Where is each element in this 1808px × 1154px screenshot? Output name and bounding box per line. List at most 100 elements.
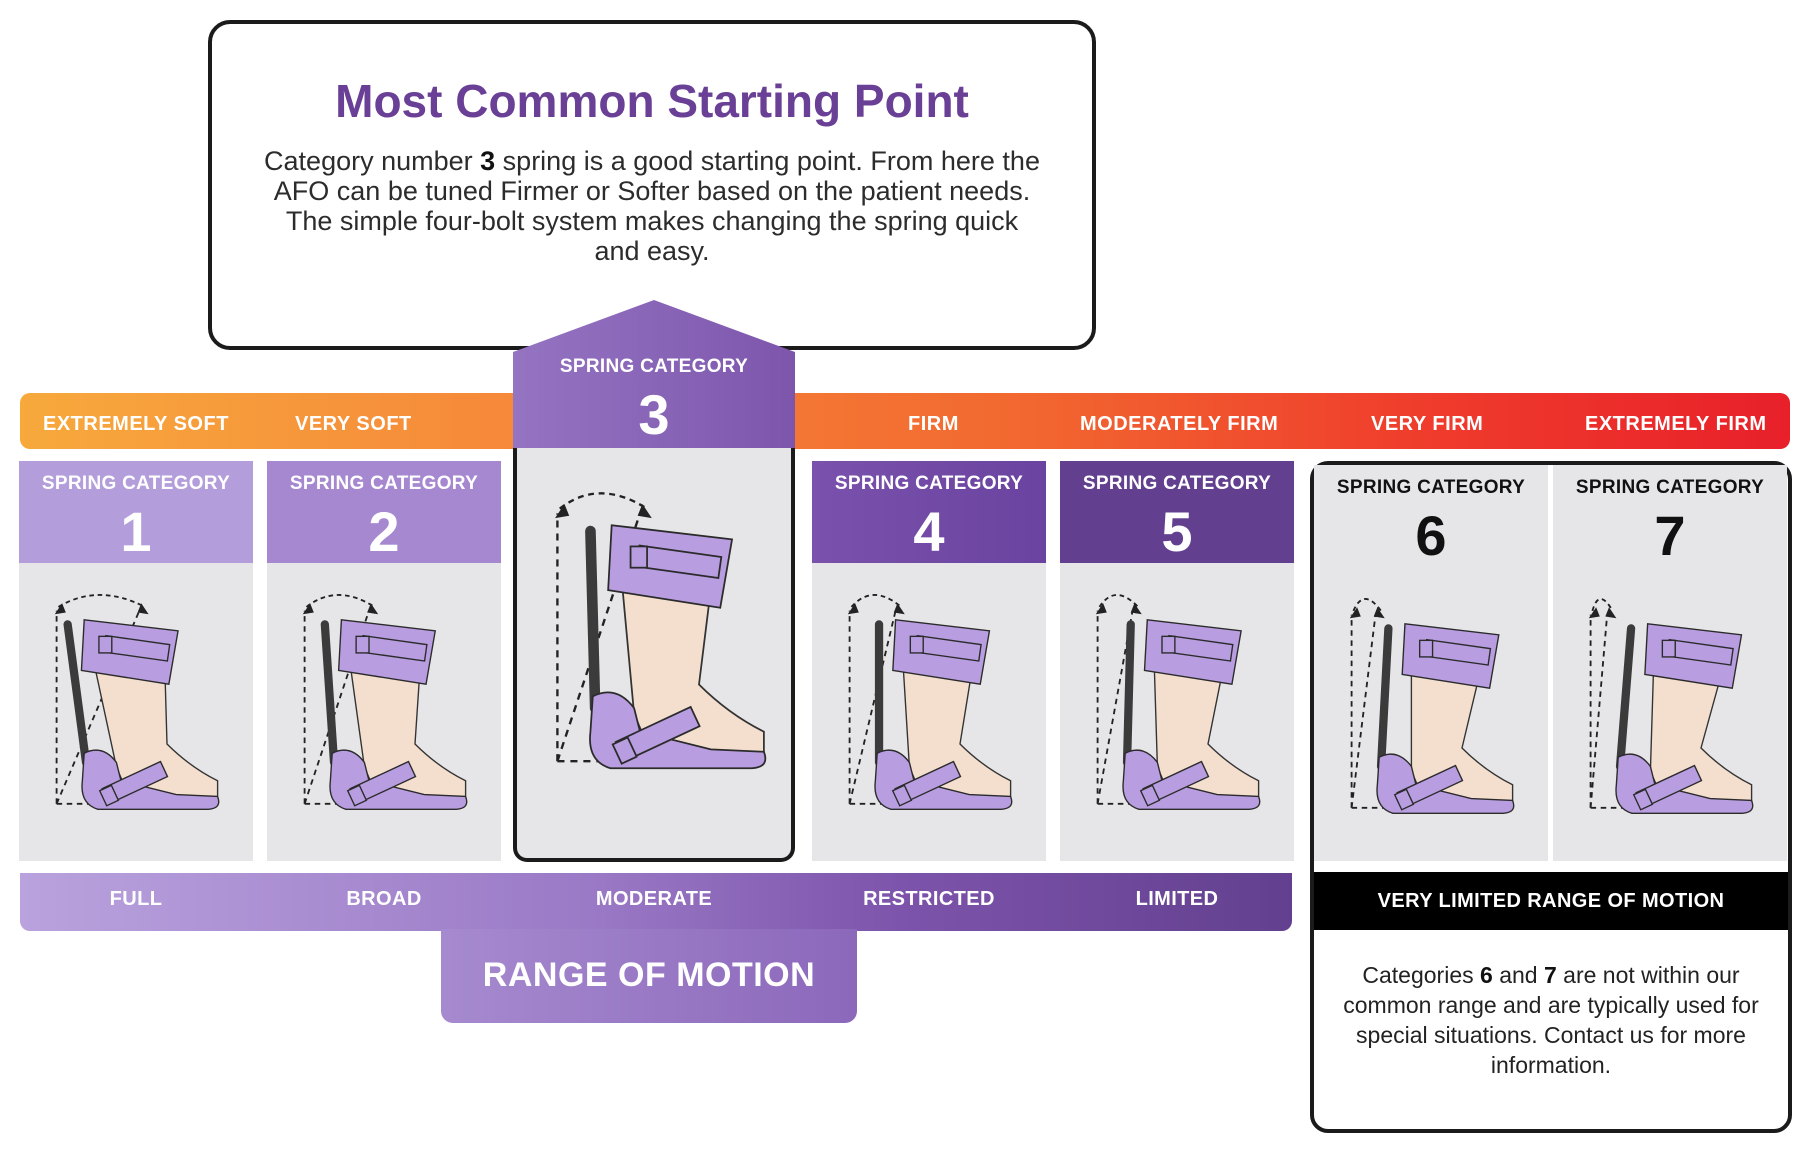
arc-arrowhead <box>54 603 66 615</box>
spring-bar <box>63 620 91 767</box>
range-line-angled <box>1350 614 1377 808</box>
spring-bar <box>1615 624 1636 771</box>
motion-arc <box>559 492 648 510</box>
callout-body-number: 3 <box>480 146 496 176</box>
strap-buckle <box>629 545 648 569</box>
very-limited-label: VERY LIMITED RANGE OF MOTION <box>1377 890 1725 912</box>
stiffness-label-extremely-firm: EXTREMELY FIRM <box>1585 413 1767 435</box>
range-of-motion-bar <box>20 873 1292 931</box>
arc-arrowhead <box>302 603 314 615</box>
stiffness-label-firm: FIRM <box>908 413 959 435</box>
card-number: 1 <box>120 500 152 563</box>
range-label-broad: BROAD <box>346 888 422 910</box>
afo-brace-illustration <box>54 594 220 811</box>
very-limited-bar <box>1314 872 1788 930</box>
afo-brace-illustration <box>302 594 468 811</box>
arc-arrowhead <box>367 603 379 615</box>
brace-group <box>1095 594 1261 811</box>
arc-arrowhead <box>847 603 859 615</box>
spring-bar <box>320 620 339 767</box>
card-number: 6 <box>1415 504 1447 567</box>
note-text: and <box>1492 962 1544 988</box>
card-number: 2 <box>368 500 400 563</box>
card-header: SPRING CATEGORY 2 <box>267 461 501 563</box>
ankle-buckle <box>98 784 120 807</box>
motion-arc <box>57 594 146 608</box>
stiffness-gradient-bar <box>20 393 1790 449</box>
motion-arc <box>1098 594 1139 608</box>
range-label-moderate: MODERATE <box>595 888 713 910</box>
card-title: SPRING CATEGORY <box>1336 477 1526 498</box>
arc-arrowhead <box>637 503 652 519</box>
range-of-motion-tab <box>441 929 857 1023</box>
special-categories-note: Categories 6 and 7 are not within our co… <box>1330 960 1772 1080</box>
card-header: SPRING CATEGORY 1 <box>19 461 253 563</box>
card-header: SPRING CATEGORY 5 <box>1060 461 1294 563</box>
callout-body: Category number 3 spring is a good start… <box>262 146 1042 266</box>
arc-arrowhead <box>1588 607 1600 619</box>
arc-arrowhead <box>1130 603 1142 615</box>
range-of-motion-title: RANGE OF MOTION <box>482 956 816 994</box>
stiffness-label-moderately-firm: MODERATELY FIRM <box>1080 413 1279 435</box>
arc-arrowhead <box>137 603 149 615</box>
card-title: SPRING CATEGORY <box>289 473 479 494</box>
card-header: SPRING CATEGORY 6 <box>1314 465 1548 567</box>
range-label-full: FULL <box>109 888 163 910</box>
stiffness-label-very-firm: VERY FIRM <box>1371 413 1484 435</box>
card-header: SPRING CATEGORY 7 <box>1553 465 1787 567</box>
strap-buckle <box>909 635 924 654</box>
afo-brace-illustration <box>1349 598 1515 815</box>
arc-arrowhead <box>555 503 570 519</box>
range-line-angled <box>1589 614 1609 808</box>
brace-group <box>1349 598 1515 815</box>
spring-category-card-6: SPRING CATEGORY 6 <box>1314 465 1548 861</box>
card-title: SPRING CATEGORY <box>41 473 231 494</box>
motion-arc <box>1352 598 1382 612</box>
card-title: SPRING CATEGORY <box>559 356 749 377</box>
card-title: SPRING CATEGORY <box>834 473 1024 494</box>
spring-category-card-1: SPRING CATEGORY 1 <box>19 461 253 861</box>
ankle-buckle <box>346 784 368 807</box>
range-label-restricted: RESTRICTED <box>863 888 995 910</box>
stiffness-label-very-soft: VERY SOFT <box>295 413 412 435</box>
card-number: 5 <box>1161 500 1193 563</box>
card-number: 3 <box>638 383 670 446</box>
arc-arrowhead <box>1095 603 1107 615</box>
brace-group <box>54 594 220 811</box>
starting-point-callout: Most Common Starting Point Category numb… <box>208 20 1096 350</box>
callout-title: Most Common Starting Point <box>335 75 969 127</box>
arc-arrowhead <box>1605 607 1617 619</box>
callout-body-pre: Category number <box>264 146 481 176</box>
arc-arrowhead <box>893 603 905 615</box>
motion-arc <box>1591 598 1614 612</box>
arc-arrowhead <box>1373 607 1385 619</box>
afo-brace-illustration <box>1095 594 1261 811</box>
range-line-angled <box>303 610 370 805</box>
ankle-buckle <box>1139 784 1161 807</box>
spring-bar <box>585 525 601 714</box>
strap-buckle <box>355 635 370 654</box>
brace-group <box>1588 598 1754 815</box>
ankle-buckle <box>1393 788 1415 811</box>
featured-card-body <box>513 448 795 862</box>
motion-arc <box>850 594 902 608</box>
motion-arc <box>305 594 376 608</box>
afo-brace-illustration <box>555 492 767 770</box>
spring-category-card-7: SPRING CATEGORY 7 <box>1553 465 1787 861</box>
ankle-buckle <box>611 736 638 765</box>
note-category-6: 6 <box>1480 962 1493 988</box>
afo-brace-illustration <box>1588 598 1754 815</box>
card-number: 7 <box>1654 504 1686 567</box>
range-label-limited: LIMITED <box>1135 888 1219 910</box>
arc-arrowhead <box>1349 607 1361 619</box>
spring-category-card-5: SPRING CATEGORY 5 <box>1060 461 1294 861</box>
strap-buckle <box>1418 639 1434 658</box>
ankle-buckle <box>891 784 913 807</box>
note-text: are not within our common range and are … <box>1343 962 1759 1078</box>
spring-bar <box>1122 620 1135 767</box>
afo-brace-illustration <box>847 594 1013 811</box>
callout-body-post: spring is a good starting point. From he… <box>273 146 1040 266</box>
featured-card-header <box>513 300 795 452</box>
spring-category-card-3: SPRING CATEGORY 3 <box>513 300 795 862</box>
brace-group <box>555 492 767 770</box>
